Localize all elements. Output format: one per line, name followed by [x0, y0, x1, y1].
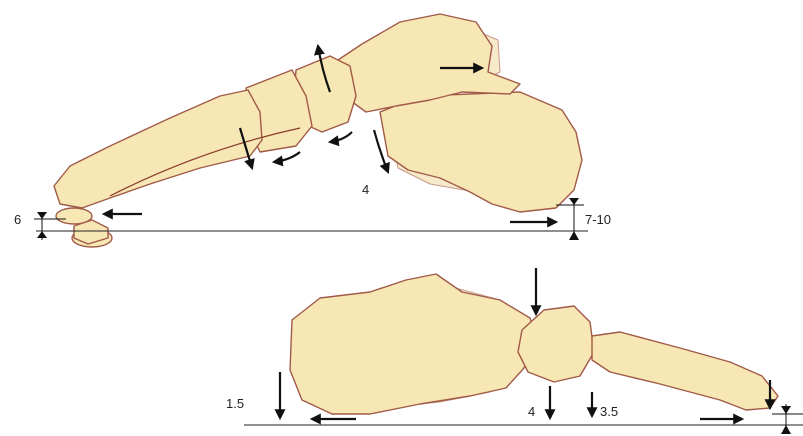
- label-forefoot-gap: 6: [14, 212, 21, 227]
- label-mid-bottom: 4: [528, 404, 535, 419]
- top-foot-view: 6 4 7-10: [14, 14, 611, 247]
- calcaneus-bone: [380, 92, 582, 212]
- dimension-forefoot-bottom: [772, 404, 803, 434]
- label-heel-bottom: 1.5: [226, 396, 244, 411]
- label-center: 4: [362, 182, 369, 197]
- cuneiform-rotation-arrow: [274, 152, 300, 162]
- fifth-metatarsal-bone: [592, 332, 778, 410]
- navicular-rotation-arrow: [330, 132, 352, 142]
- label-heel-gap: 7-10: [585, 212, 611, 227]
- calcaneus-bone-bottom: [290, 274, 536, 414]
- label-fore-bottom: 3.5: [600, 404, 618, 419]
- bottom-foot-view: 1.5 4 3.5: [226, 268, 803, 434]
- first-metatarsal-bone: [54, 90, 262, 208]
